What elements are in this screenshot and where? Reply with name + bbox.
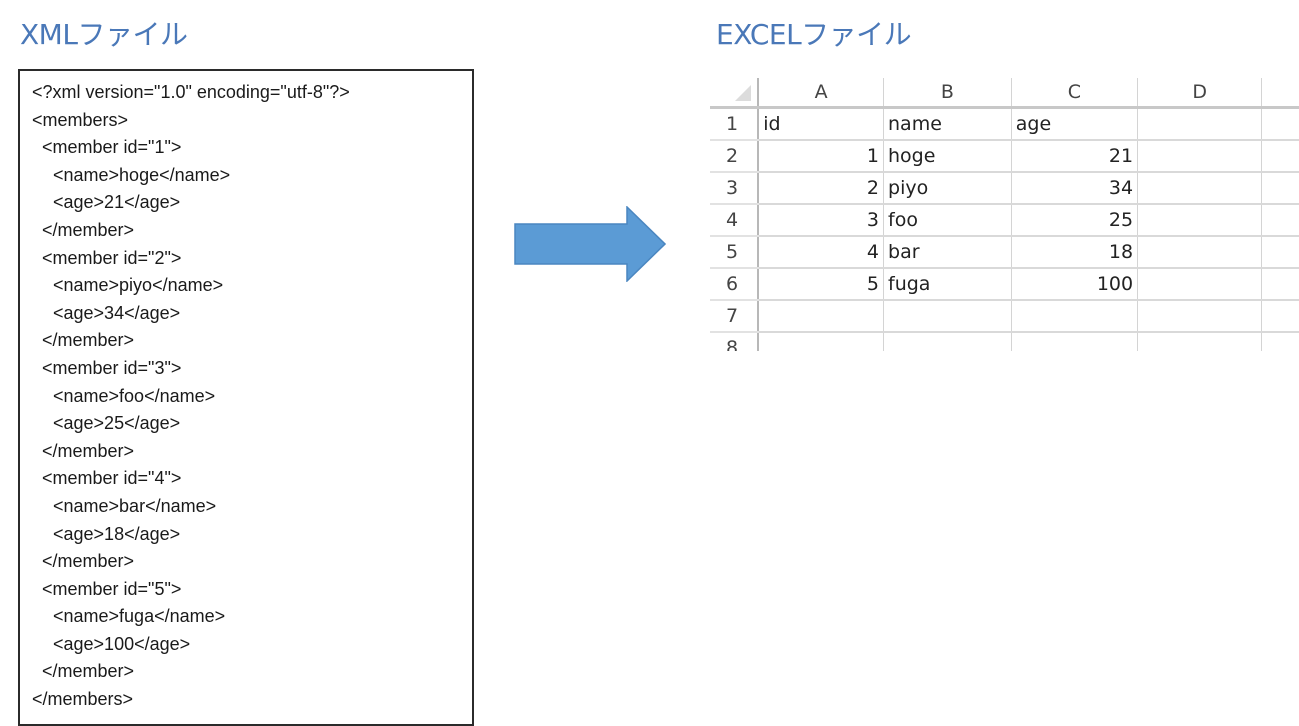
row-header-7[interactable]: 7 [710,300,760,333]
xml-line: <name>fuga</name> [53,606,226,627]
cell-b7[interactable] [883,300,1012,333]
cell-c7[interactable] [1011,300,1139,333]
xml-line: </member> [42,551,135,572]
spreadsheet-grid: A B C D 1 id name age 2 1 hoge 21 [710,78,1299,351]
cell-c3[interactable]: 34 [1011,172,1139,205]
xml-line: <age>34</age> [53,302,181,323]
cell-a8[interactable] [758,332,885,351]
row-header-2[interactable]: 2 [710,140,760,173]
cell-a5[interactable]: 4 [758,236,885,269]
column-header-b[interactable]: B [883,78,1012,109]
xml-line: <members> [32,109,129,130]
xml-line: <member id="5"> [42,578,182,599]
xml-line: <member id="1"> [42,137,182,158]
cell-c8[interactable] [1011,332,1139,351]
cell-e6[interactable] [1261,268,1299,301]
right-arrow-icon [514,206,666,282]
xml-line: <age>18</age> [53,523,181,544]
cell-d1[interactable] [1137,107,1263,141]
excel-file-title: EXCELファイル [716,18,912,51]
select-all-triangle-icon [735,85,752,101]
table-row: 2 1 hoge 21 [710,140,1299,173]
xml-line: </member> [42,440,135,461]
row-header-5[interactable]: 5 [710,236,760,269]
cell-e7[interactable] [1261,300,1299,333]
xml-line: </member> [42,330,135,351]
cell-e3[interactable] [1261,172,1299,205]
cell-e4[interactable] [1261,204,1299,237]
cell-b3[interactable]: piyo [883,172,1012,205]
xml-code-lines: <?xml version="1.0" encoding="utf-8"?> <… [32,79,350,714]
table-row: 4 3 foo 25 [710,204,1299,237]
table-row: 7 [710,300,1299,333]
cell-a1[interactable]: id [758,107,885,141]
row-header-8[interactable]: 8 [710,332,760,351]
xml-line: </members> [32,689,134,710]
cell-e8[interactable] [1261,332,1299,351]
cell-b8[interactable] [883,332,1012,351]
xml-line: </member> [42,219,135,240]
cell-c6[interactable]: 100 [1011,268,1139,301]
xml-line: <?xml version="1.0" encoding="utf-8"?> [32,82,350,102]
cell-c4[interactable]: 25 [1011,204,1139,237]
column-header-d[interactable]: D [1137,78,1263,109]
column-header-e[interactable] [1261,78,1299,109]
cell-d3[interactable] [1137,172,1263,205]
cell-b1[interactable]: name [883,107,1012,141]
cell-e1[interactable] [1261,107,1299,141]
xml-file-title: XMLファイル [20,18,188,51]
cell-b2[interactable]: hoge [883,140,1012,173]
cell-d7[interactable] [1137,300,1263,333]
cell-b6[interactable]: fuga [883,268,1012,301]
xml-line: <age>25</age> [53,413,181,434]
cell-d8[interactable] [1137,332,1263,351]
column-header-a[interactable]: A [758,78,885,109]
cell-d4[interactable] [1137,204,1263,237]
spreadsheet-table: A B C D 1 id name age 2 1 hoge 21 [710,78,1299,351]
cell-a7[interactable] [758,300,885,333]
column-header-row: A B C D [710,78,1299,109]
xml-line: <name>foo</name> [53,385,216,406]
table-row: 1 id name age [710,107,1299,141]
column-header-c[interactable]: C [1011,78,1139,109]
xml-line: <name>piyo</name> [53,275,224,296]
cell-c1[interactable]: age [1011,107,1139,141]
cell-c5[interactable]: 18 [1011,236,1139,269]
xml-line: <member id="2"> [42,247,182,268]
cell-e2[interactable] [1261,140,1299,173]
cell-d6[interactable] [1137,268,1263,301]
cell-e5[interactable] [1261,236,1299,269]
cell-d5[interactable] [1137,236,1263,269]
table-row: 8 [710,332,1299,351]
cell-a4[interactable]: 3 [758,204,885,237]
xml-line: <member id="3"> [42,357,182,378]
xml-line: <age>100</age> [53,633,191,654]
row-header-3[interactable]: 3 [710,172,760,205]
xml-line: </member> [42,661,135,682]
row-header-1[interactable]: 1 [710,107,760,141]
xml-line: <name>bar</name> [53,495,217,516]
row-header-4[interactable]: 4 [710,204,760,237]
xml-code-box: <?xml version="1.0" encoding="utf-8"?> <… [18,69,474,726]
cell-a6[interactable]: 5 [758,268,885,301]
table-row: 5 4 bar 18 [710,236,1299,269]
cell-a3[interactable]: 2 [758,172,885,205]
select-all-corner[interactable] [710,78,760,109]
cell-c2[interactable]: 21 [1011,140,1139,173]
table-row: 6 5 fuga 100 [710,268,1299,301]
cell-d2[interactable] [1137,140,1263,173]
cell-b4[interactable]: foo [883,204,1012,237]
cell-b5[interactable]: bar [883,236,1012,269]
xml-line: <member id="4"> [42,468,182,489]
cell-a2[interactable]: 1 [758,140,885,173]
table-row: 3 2 piyo 34 [710,172,1299,205]
xml-line: <age>21</age> [53,192,181,213]
xml-line: <name>hoge</name> [53,164,231,185]
row-header-6[interactable]: 6 [710,268,760,301]
